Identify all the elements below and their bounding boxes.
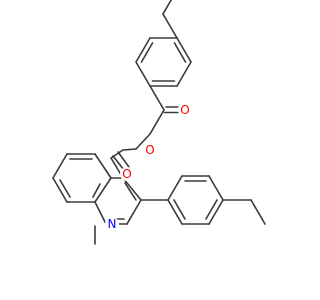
bond [149, 85, 165, 111]
atom-label-background [105, 217, 119, 231]
atom-labels: O O O N [105, 103, 192, 231]
bond [94, 153, 112, 179]
top-ethylphenyl-group [135, 0, 192, 87]
bond [176, 37, 192, 63]
bond [126, 199, 142, 225]
double-bond-inner [140, 42, 154, 63]
bond [135, 133, 151, 150]
atom-label-background [143, 143, 157, 157]
quinoline-nitrogen-label: N [108, 217, 117, 231]
bond [122, 177, 142, 201]
quinoline-core [52, 153, 142, 245]
bond [162, 13, 178, 39]
double-bond-inner [124, 182, 137, 201]
keto-ester-linker [110, 85, 179, 171]
double-bond-inner [173, 199, 186, 220]
bond [250, 199, 266, 225]
double-bond-inner [92, 183, 101, 198]
ketone-oxygen-label: O [180, 103, 189, 117]
carbonyl-oxygen-label: O [122, 167, 131, 181]
bond [208, 175, 224, 201]
bond [208, 199, 224, 225]
bottom-ethylphenyl-group [140, 175, 266, 225]
ester-oxygen-label: O [145, 143, 154, 157]
atom-label-background [120, 167, 134, 181]
bond [122, 148, 137, 151]
bond [52, 153, 68, 179]
bond [176, 61, 192, 87]
ester-double-bond [112, 155, 125, 171]
bond [162, 0, 173, 15]
bond [94, 177, 112, 203]
bond [167, 199, 183, 225]
molecule-canvas: O O O N [52, 0, 266, 245]
bond [52, 177, 68, 203]
bond [149, 109, 165, 135]
bond [167, 175, 183, 201]
atom-label-background [178, 103, 192, 117]
double-bond-inner [173, 42, 187, 63]
bond [135, 37, 151, 63]
ester-double-bond [117, 151, 130, 168]
molecule-structure: O O O N [52, 0, 266, 245]
double-bond-inner [59, 179, 71, 198]
double-bond-inner [205, 199, 218, 220]
bond [94, 201, 108, 227]
bond [135, 61, 151, 87]
